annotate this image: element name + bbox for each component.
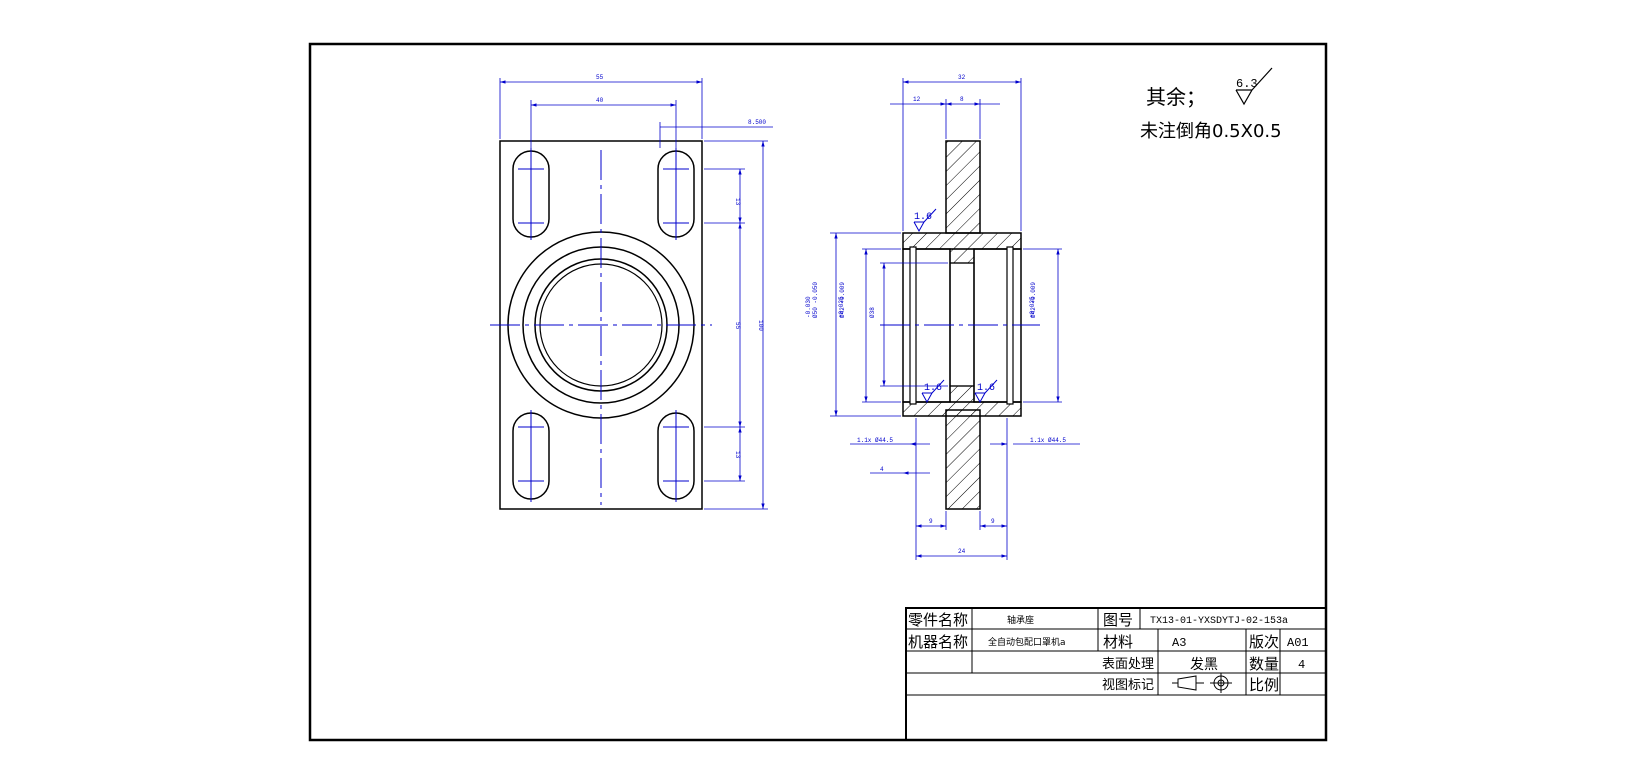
front-dim-texts: 55 40 8.500 13 55 13 100: [596, 74, 766, 459]
dim-slot-len-bottom: 13: [734, 451, 741, 459]
view-label: 视图标记: [1102, 678, 1154, 693]
roughness-inner-right: 1.6: [974, 379, 998, 404]
remaining-label: 其余；: [1146, 85, 1206, 109]
slot-bottom-left: [512, 410, 550, 502]
front-view: 55 40 8.500 13 55 13 100: [490, 74, 773, 510]
dim-left-len: 12: [913, 96, 921, 103]
flange-upper: [945, 140, 981, 234]
projection-symbol-icon: [1172, 673, 1232, 693]
material-label: 材料: [1103, 633, 1133, 651]
remaining-roughness-value: 6.3: [1236, 77, 1258, 91]
slot-bottom-right: [657, 410, 695, 502]
dim-slot-offset: 8.500: [748, 119, 766, 126]
drawing-border: [308, 42, 1328, 742]
roughness-top: 1.6: [913, 208, 937, 233]
section-dimensions: [830, 78, 1080, 560]
dim-hub-left: 9: [929, 518, 933, 525]
section-dim-texts: 32 12 8 -0.030 Ø50 -0.050 +0.025 Ø42 +0.…: [805, 74, 1066, 555]
svg-text:1.6: 1.6: [914, 212, 932, 223]
drawing-no-value: TX13-01-YXSDYTJ-02-153a: [1150, 616, 1288, 627]
scale-label: 比例: [1249, 676, 1279, 694]
part-name-value: 轴承座: [1007, 614, 1034, 626]
slot-top-right: [657, 148, 695, 240]
title-block-text: 零件名称 轴承座 图号 TX13-01-YXSDYTJ-02-153a 机器名称…: [908, 611, 1309, 694]
dim-slot-len-top: 13: [734, 198, 741, 206]
dim-overall-len: 32: [958, 74, 966, 81]
dim-bore-left-upper: +0.025: [838, 296, 845, 318]
dim-overall-width: 55: [596, 74, 604, 81]
dim-groove-right: 1.1x Ø44.5: [1030, 437, 1066, 444]
dim-overall-height: 100: [757, 320, 764, 331]
dim-bore-outer-2: Ø50 -0.050: [812, 282, 819, 318]
surface-value: 发黑: [1190, 657, 1218, 673]
dim-shoulder: 4: [880, 466, 884, 473]
qty-label: 数量: [1249, 655, 1279, 673]
slot-top-left: [512, 148, 550, 240]
machine-value: 全自动包配口罩机a: [988, 636, 1066, 648]
chamfer-note: 未注倒角0.5X0.5: [1140, 121, 1282, 142]
machine-label: 机器名称: [908, 633, 968, 651]
front-dimensions: [499, 78, 773, 510]
drawing-no-label: 图号: [1103, 611, 1133, 629]
revision-value: A01: [1287, 636, 1309, 650]
title-block: [905, 607, 1327, 741]
general-notes: 其余； 6.3 未注倒角0.5X0.5: [1140, 67, 1282, 142]
dim-groove-left: 1.1x Ø44.5: [857, 437, 893, 444]
dim-slot-center-dist: 55: [734, 322, 741, 330]
hub-wall-top: [902, 232, 1022, 250]
dim-bore-outer: -0.030: [805, 296, 812, 318]
qty-value: 4: [1298, 658, 1305, 672]
center-rib-bottom: [949, 385, 975, 403]
material-value: A3: [1172, 636, 1186, 650]
roughness-symbol: [1235, 67, 1273, 106]
dim-bore-right-mid: Ø42 +0.009: [1030, 282, 1037, 318]
dim-bore-left-mid: Ø42 +0.009: [839, 282, 846, 318]
dim-bore-right-upper: +0.025: [1029, 296, 1036, 318]
dim-slot-spacing: 40: [596, 97, 604, 104]
surface-label: 表面处理: [1102, 657, 1154, 672]
revision-label: 版次: [1249, 633, 1279, 651]
section-view: 32 12 8 -0.030 Ø50 -0.050 +0.025 Ø42 +0.…: [805, 74, 1080, 560]
flange-lower: [945, 409, 981, 510]
roughness-inner-left: 1.6: [921, 379, 945, 404]
dim-flange-thk: 8: [960, 96, 964, 103]
dim-hub-total: 24: [958, 548, 966, 555]
svg-text:1.6: 1.6: [924, 383, 942, 394]
hub-wall-bottom: [902, 401, 1022, 417]
part-name-label: 零件名称: [908, 611, 968, 629]
dim-hub-right: 9: [991, 518, 995, 525]
dim-bore-center: Ø38: [869, 307, 876, 318]
center-rib-top: [949, 248, 975, 264]
svg-text:1.6: 1.6: [977, 383, 995, 394]
